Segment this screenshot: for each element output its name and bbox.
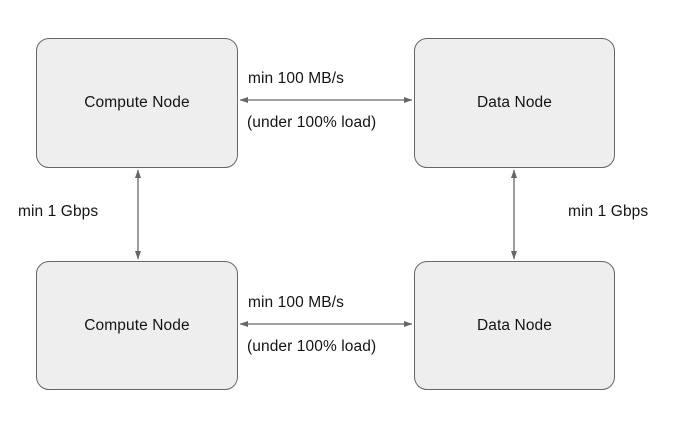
- edge-label-left-vertical: min 1 Gbps: [18, 203, 99, 220]
- edge-label-top-bandwidth: min 100 MB/s: [248, 70, 344, 87]
- node-label: Compute Node: [84, 94, 190, 112]
- edge-label-bottom-bandwidth: min 100 MB/s: [248, 294, 344, 311]
- node-label: Compute Node: [84, 316, 190, 334]
- node-data-bottom[interactable]: Data Node: [414, 261, 615, 390]
- node-label: Data Node: [476, 316, 552, 334]
- edge-label-bottom-condition: (under 100% load): [247, 338, 377, 355]
- node-data-top[interactable]: Data Node: [414, 38, 615, 168]
- edge-label-top-condition: (under 100% load): [247, 114, 377, 131]
- node-compute-bottom[interactable]: Compute Node: [36, 261, 238, 390]
- node-compute-top[interactable]: Compute Node: [36, 38, 238, 168]
- edge-label-right-vertical: min 1 Gbps: [568, 203, 649, 220]
- node-label: Data Node: [476, 94, 552, 112]
